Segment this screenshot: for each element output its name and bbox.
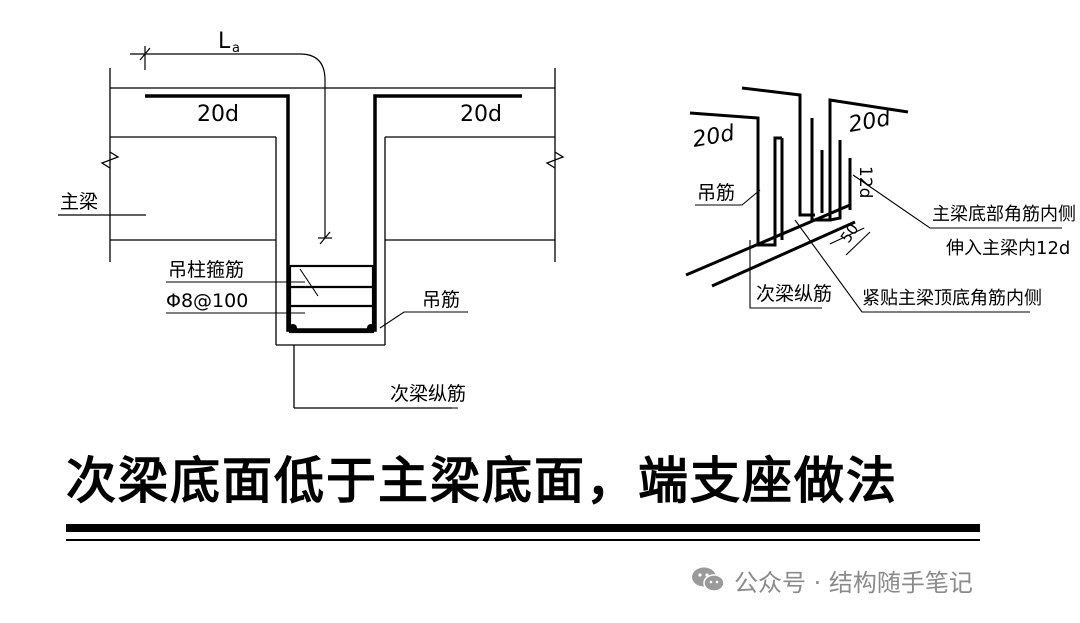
- title-underline-thick: [66, 524, 980, 532]
- main-beam-label: 主梁: [60, 191, 98, 213]
- anchorage-dimension: [130, 46, 332, 245]
- anchor-length-subscript: a: [232, 41, 240, 56]
- note-tight-against-corner-bars: 紧贴主梁顶底角筋内侧: [862, 288, 1042, 309]
- hook-length-label: 12d: [855, 166, 875, 198]
- watermark-text: 公众号 · 结构随手笔记: [734, 568, 973, 597]
- anchor-length-label: L: [218, 29, 231, 54]
- note-corner-bar-inside: 主梁底部角筋内侧: [932, 204, 1076, 225]
- hanger-bar: [145, 94, 522, 332]
- right-left-bend-label: 20d: [691, 121, 738, 153]
- title-underline-thin: [66, 539, 980, 541]
- right-3d-detail: 20d 20d 12d 50 吊筋 次梁纵筋 主梁底部角筋内侧 伸入主梁内12d…: [685, 86, 1076, 313]
- right-hanger-bar-label: 吊筋: [697, 182, 735, 204]
- dim-50: [829, 227, 871, 256]
- stirrup-label: 吊柱箍筋: [168, 259, 244, 281]
- note-extend-12d: 伸入主梁内12d: [946, 238, 1070, 259]
- column-stirrups: [288, 264, 375, 334]
- stirrup-spec: Φ8@100: [166, 290, 248, 312]
- left-bend-label: 20d: [197, 102, 239, 127]
- right-secondary-bar-label: 次梁纵筋: [756, 283, 832, 305]
- corner-bars: [289, 324, 375, 332]
- stirrup-leaders: [166, 268, 319, 314]
- secondary-bar-label: 次梁纵筋: [390, 383, 466, 405]
- hanger-bar-label: 吊筋: [422, 289, 460, 311]
- main-beam-outline: [100, 68, 565, 262]
- secondary-beam-outline: [275, 240, 452, 409]
- page-title: 次梁底面低于主梁底面，端支座做法: [66, 452, 898, 510]
- longitudinal-bars-3d: [685, 203, 856, 288]
- wechat-icon: [692, 567, 725, 592]
- right-right-bend-label: 20d: [847, 106, 894, 138]
- watermark: 公众号 · 结构随手笔记: [690, 562, 973, 598]
- left-section-detail: L a 20d 20d 主梁: [58, 29, 565, 409]
- hanger-bars-3d: [689, 86, 909, 247]
- right-bend-label: 20d: [460, 102, 502, 127]
